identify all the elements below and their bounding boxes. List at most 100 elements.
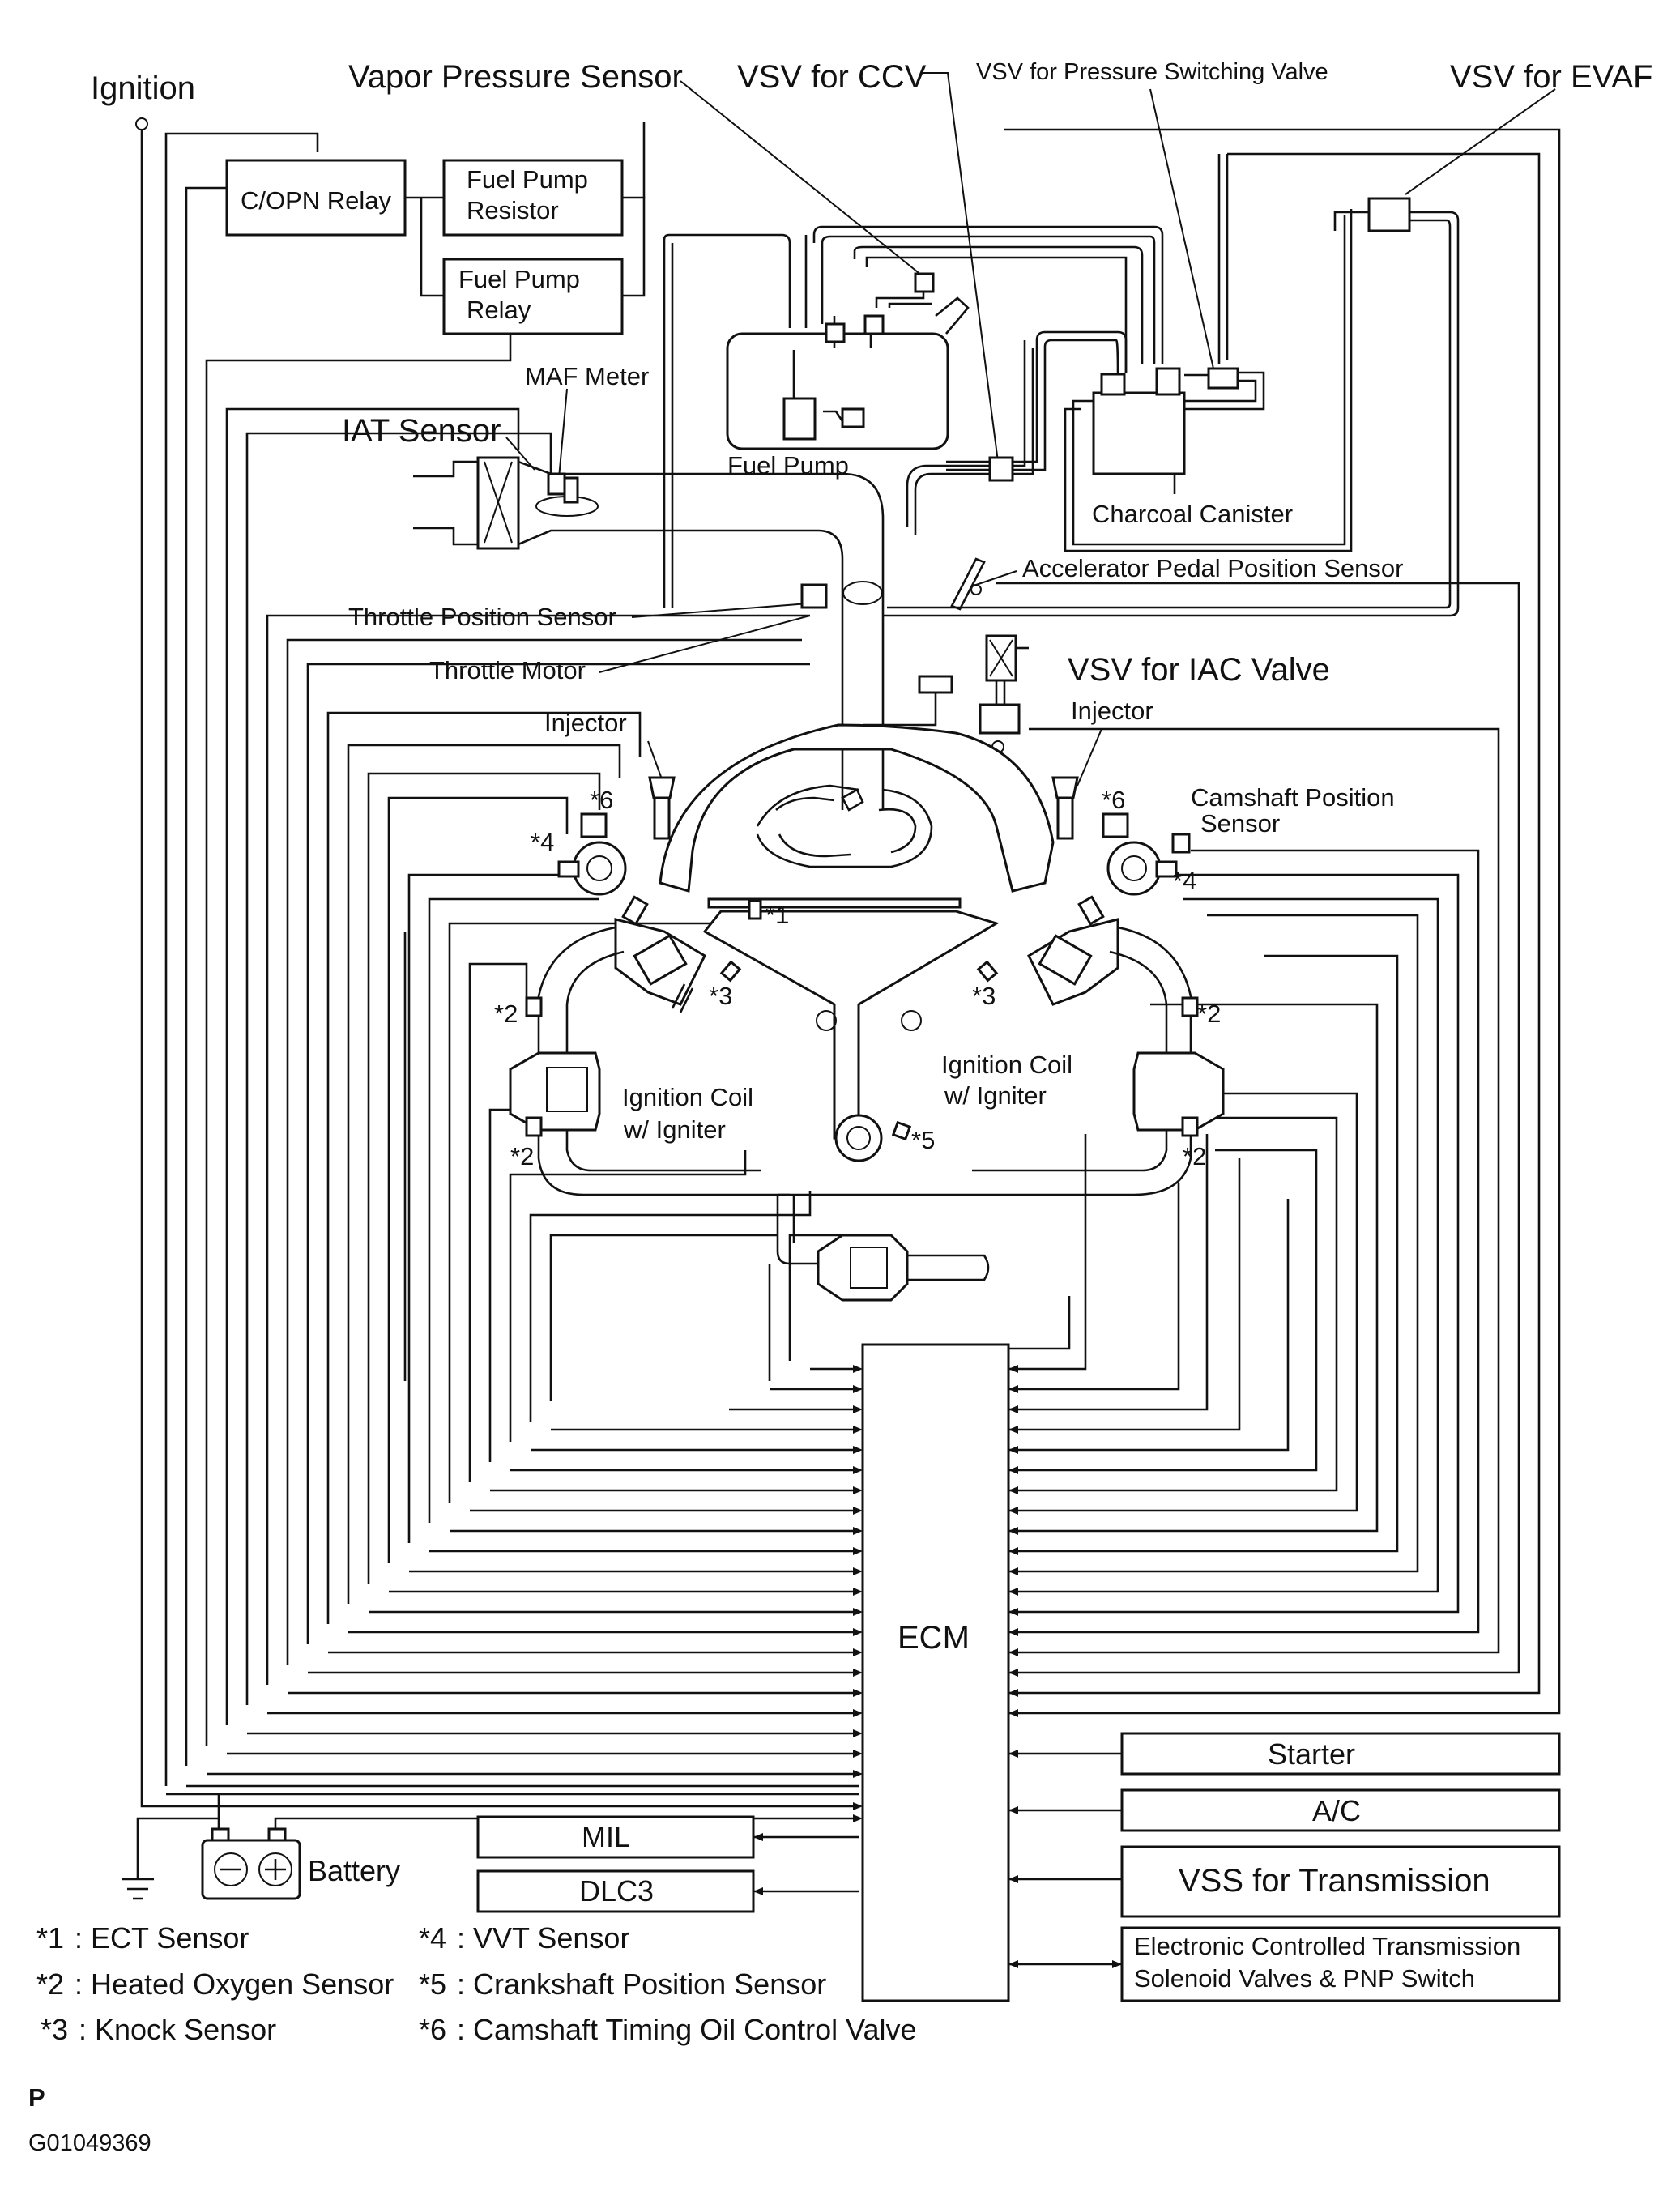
o2-sensor-right-upper (1181, 996, 1199, 1017)
figure-id: G01049369 (28, 2130, 151, 2156)
fuel-pump-relay-label-1: Fuel Pump (458, 265, 580, 293)
air-cleaner-icon (476, 456, 520, 550)
fuel-pump-relay-label-2: Relay (467, 296, 531, 324)
legend-text-2: : Heated Oxygen Sensor (75, 1967, 394, 2001)
vsv-ccv-icon (988, 456, 1014, 482)
right-bank (1027, 776, 1191, 1006)
marker-ocv-right: *6 (1102, 786, 1125, 814)
accelerator-pedal-icon (950, 557, 986, 611)
left-bank (557, 776, 706, 1013)
ecm-box (861, 1343, 1010, 2002)
mil-box (476, 1815, 755, 1859)
ecm-left-lines (136, 1367, 859, 1893)
marker-labels: *1 *3 *3 *5 *2 *2 *2 *2 *4 *4 *6 *6 (494, 786, 1221, 1170)
ignition-label: Ignition (91, 70, 195, 106)
wiring-left (135, 117, 859, 1808)
vsv-pressure-switching-icon (1207, 367, 1239, 390)
mil-label: MIL (582, 1820, 630, 1853)
relay-section: C/OPN Relay Fuel Pump Resistor Fuel Pump… (225, 122, 646, 335)
o2-sensor-left-upper (525, 996, 543, 1017)
marker-o2-left-upper: *2 (494, 1000, 518, 1028)
vvt-right-pulley (1106, 841, 1162, 896)
engine-block (659, 723, 1055, 1162)
air-intake (413, 456, 885, 810)
fuel-pump-resistor-label-2: Resistor (467, 196, 559, 224)
legend-mark-3: *3 (41, 2013, 68, 2046)
leader-lines (505, 72, 1556, 787)
legend: *1 : ECT Sensor *2 : Heated Oxygen Senso… (36, 1921, 917, 2046)
throttle-motor-label: Throttle Motor (429, 656, 586, 684)
vsv-ccv-label: VSV for CCV (737, 59, 927, 95)
page-mark: P (28, 2083, 45, 2112)
sensor-markers (525, 899, 1199, 1141)
charcoal-canister-label: Charcoal Canister (1092, 500, 1293, 528)
ecm-label: ECM (898, 1620, 970, 1656)
iat-sensor-icon (547, 472, 566, 496)
vsv-iac-label: VSV for IAC Valve (1068, 652, 1330, 688)
vss-label: VSS for Transmission (1179, 1863, 1490, 1899)
fuel-pump-relay-box (442, 258, 624, 335)
dlc3-label: DLC3 (579, 1874, 654, 1908)
dlc3-box (476, 1869, 755, 1913)
fuel-pump-label: Fuel Pump (727, 451, 849, 480)
ocv-right-icon (1102, 812, 1129, 838)
vvt-left-pulley (572, 841, 627, 896)
marker-ocv-left: *6 (590, 786, 613, 814)
o2-sensor-right-lower (1181, 1116, 1199, 1137)
marker-vvt-right: *4 (1173, 867, 1196, 895)
knock-sensor-right-icon (976, 960, 999, 983)
ignition-terminal (135, 117, 148, 130)
o2-sensor-left-lower (525, 1116, 543, 1137)
fuel-pump-icon (782, 397, 817, 441)
legend-mark-5: *5 (419, 1967, 446, 2001)
charcoal-canister-icon (1092, 391, 1186, 475)
wiring-right (996, 128, 1561, 1966)
camshaft-position-sensor-label-1: Camshaft Position (1191, 783, 1395, 812)
canister-section (883, 154, 1460, 617)
ac-label: A/C (1312, 1794, 1361, 1827)
ignition-coil-right-label-2: w/ Igniter (944, 1081, 1047, 1110)
marker-o2-right-lower: *2 (1183, 1142, 1206, 1170)
legend-mark-2: *2 (36, 1967, 64, 2001)
left-converter (509, 1051, 601, 1132)
throttle-position-sensor-label: Throttle Position Sensor (348, 603, 616, 631)
crankshaft-position-sensor-icon (891, 1120, 912, 1141)
marker-knock-right: *3 (972, 982, 996, 1010)
exhaust-system (509, 926, 1225, 1302)
ect-solenoid-label-2: Solenoid Valves & PNP Switch (1134, 1964, 1475, 1993)
ocv-left-icon (580, 812, 608, 838)
legend-mark-6: *6 (419, 2013, 446, 2046)
marker-o2-left-lower: *2 (510, 1142, 534, 1170)
battery-icon (201, 1839, 301, 1900)
legend-text-3: : Knock Sensor (79, 2013, 276, 2046)
legend-text-5: : Crankshaft Position Sensor (457, 1967, 826, 2001)
ect-sensor-icon (748, 899, 762, 920)
throttle-body (842, 581, 883, 605)
vapor-hoses (663, 225, 1164, 608)
marker-crank: *5 (911, 1126, 935, 1154)
vsv-iac-group (863, 634, 1029, 753)
ignition-coil-left-label-2: w/ Igniter (623, 1115, 726, 1144)
injector-left-label: Injector (544, 709, 627, 737)
right-boxes: Starter A/C VSS for Transmission Electro… (1120, 1732, 1561, 2002)
marker-o2-right-upper: *2 (1197, 1000, 1221, 1028)
battery-label: Battery (308, 1854, 400, 1887)
camshaft-position-sensor-label-2: Sensor (1200, 809, 1280, 838)
injector-right-label: Injector (1071, 697, 1153, 725)
knock-sensor-left-icon (719, 960, 742, 983)
ect-solenoid-label-1: Electronic Controlled Transmission (1134, 1932, 1520, 1960)
ignition-coil-right-label-1: Ignition Coil (941, 1051, 1072, 1079)
legend-text-6: : Camshaft Timing Oil Control Valve (457, 2013, 917, 2046)
iat-sensor-label: IAT Sensor (342, 413, 501, 449)
ac-box (1120, 1788, 1561, 1832)
injector-right-icon (1051, 776, 1079, 799)
copn-relay-label: C/OPN Relay (241, 186, 392, 215)
vss-box (1120, 1845, 1561, 1918)
starter-label: Starter (1268, 1737, 1355, 1771)
ground-icon (122, 1873, 154, 1900)
legend-mark-4: *4 (419, 1921, 446, 1955)
vsv-pressure-switching-label: VSV for Pressure Switching Valve (976, 59, 1328, 85)
right-converter (1132, 1051, 1225, 1132)
marker-vvt-left: *4 (531, 828, 554, 856)
